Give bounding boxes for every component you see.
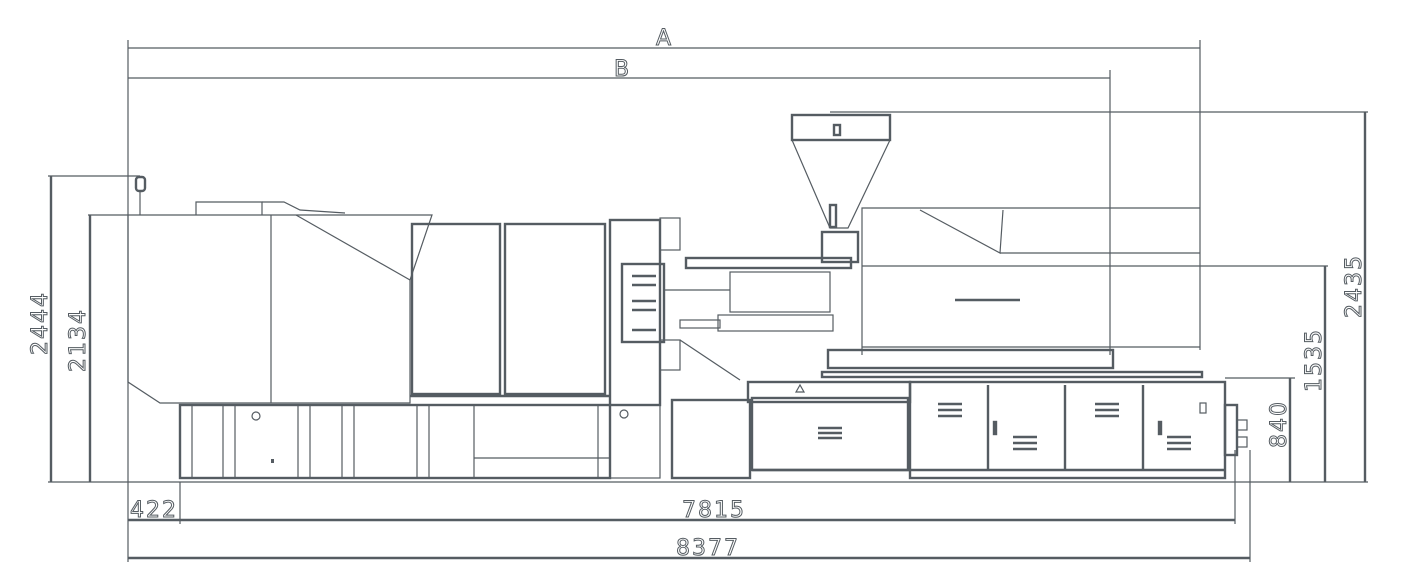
dim-840-label: 840 bbox=[1267, 400, 1292, 448]
dim-b-label: B bbox=[614, 57, 631, 82]
dim-a-label: A bbox=[656, 26, 673, 51]
dim-2444-label: 2444 bbox=[28, 291, 53, 355]
dimension-lines bbox=[48, 40, 1368, 562]
dim-7815-label: 7815 bbox=[682, 498, 746, 523]
dim-1535-label: 1535 bbox=[1302, 328, 1327, 392]
base-cabinets bbox=[670, 380, 1248, 480]
clamp-unit bbox=[127, 175, 741, 480]
dim-2134-label: 2134 bbox=[66, 308, 91, 372]
dim-422-label: 422 bbox=[130, 498, 178, 523]
dim-8377-label: 8377 bbox=[676, 536, 740, 561]
injection-unit bbox=[620, 113, 1204, 379]
dim-2435-label: 2435 bbox=[1342, 254, 1367, 318]
